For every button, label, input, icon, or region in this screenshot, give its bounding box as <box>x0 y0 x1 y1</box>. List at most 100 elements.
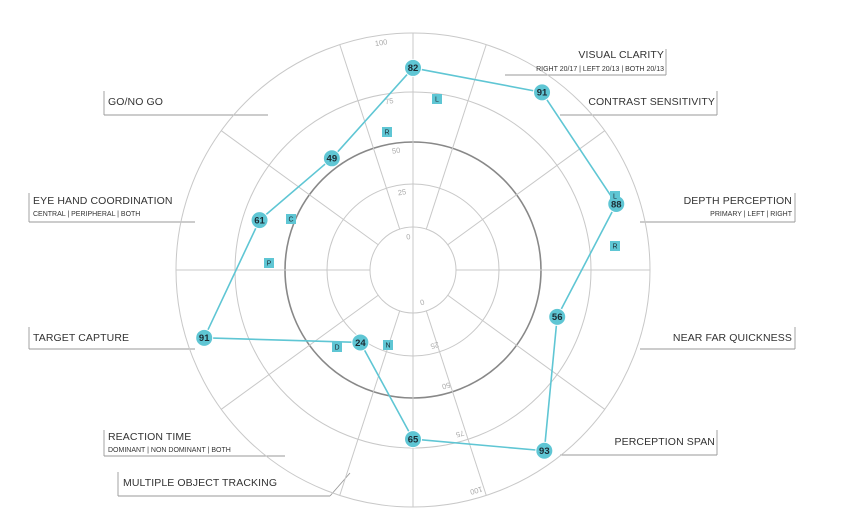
tag-c: C <box>286 214 296 224</box>
tag-n: N <box>383 340 393 350</box>
tag-l: L <box>610 191 620 201</box>
leader-line <box>329 472 351 497</box>
data-point-value: 91 <box>199 333 210 344</box>
label-leader-lines <box>28 49 796 497</box>
category-label: REACTION TIME <box>108 431 191 443</box>
tag-r: R <box>610 241 620 251</box>
category-reaction_time: REACTION TIME DOMINANT | NON DOMINANT | B… <box>108 431 231 454</box>
tag-box <box>382 127 392 137</box>
data-point-value: 93 <box>539 446 550 457</box>
category-near_far_quickness: NEAR FAR QUICKNESS <box>673 332 792 344</box>
category-target_capture: TARGET CAPTURE <box>33 332 129 344</box>
data-point-target_capture: 91 <box>195 328 214 347</box>
data-point-perception_span: 93 <box>535 441 554 460</box>
category-multiple_object_tracking: MULTIPLE OBJECT TRACKING <box>123 477 277 489</box>
category-go_no_go: GO/NO GO <box>108 96 163 108</box>
grid-spoke <box>220 294 379 410</box>
data-point-marker <box>404 430 422 449</box>
data-point-value: 24 <box>355 338 366 349</box>
data-point-contrast_sensitivity: 91 <box>533 83 552 102</box>
data-point-value: 61 <box>254 215 265 226</box>
data-point-marker <box>250 211 269 230</box>
data-point-marker <box>195 328 214 347</box>
grid-spoke <box>447 294 606 410</box>
lower-tick-25: 25 <box>429 340 440 351</box>
grid-spoke <box>339 310 401 496</box>
grid-spoke <box>339 44 401 230</box>
lower-tick-0: 0 <box>419 297 425 307</box>
lower-tick-50: 50 <box>441 380 452 391</box>
category-label: PERCEPTION SPAN <box>615 436 716 448</box>
category-depth_perception: DEPTH PERCEPTION PRIMARY | LEFT | RIGHT <box>684 195 793 218</box>
tag-letter: P <box>267 261 272 268</box>
category-sublabel: PRIMARY | LEFT | RIGHT <box>710 211 793 218</box>
data-point-marker <box>404 58 422 77</box>
tag-letter: R <box>384 130 389 137</box>
data-point-marker <box>322 149 341 168</box>
tag-box <box>383 340 393 350</box>
data-point-value: 56 <box>552 312 563 323</box>
tag-box <box>332 342 342 352</box>
lower-tick-75: 75 <box>455 428 466 439</box>
data-point-value: 49 <box>327 154 338 165</box>
category-labels: VISUAL CLARITY RIGHT 20/17 | LEFT 20/13 |… <box>33 49 793 489</box>
lower-tick-100: 100 <box>469 485 484 497</box>
upper-tick-50: 50 <box>391 146 401 156</box>
category-label: EYE HAND COORDINATION <box>33 195 173 207</box>
data-point-value: 82 <box>408 63 419 74</box>
grid-spoke <box>447 130 606 246</box>
tag-box <box>610 191 620 201</box>
category-sublabel: DOMINANT | NON DOMINANT | BOTH <box>108 447 231 454</box>
tag-letter: C <box>288 217 293 224</box>
tag-d: D <box>332 342 342 352</box>
tag-r: R <box>382 127 392 137</box>
radar-grid <box>175 32 651 508</box>
category-label: TARGET CAPTURE <box>33 332 129 344</box>
tag-letter: L <box>435 97 439 104</box>
grid-spoke <box>425 44 487 230</box>
category-contrast_sensitivity: CONTRAST SENSITIVITY <box>588 96 715 108</box>
upper-tick-75: 75 <box>385 96 395 106</box>
tag-letter: D <box>334 345 339 352</box>
tag-letter: R <box>612 244 617 251</box>
upper-tick-25: 25 <box>397 187 407 197</box>
category-sublabel: CENTRAL | PERIPHERAL | BOTH <box>33 211 140 218</box>
data-point-reaction_time: 24 <box>351 333 370 352</box>
data-point-value: 65 <box>408 434 419 445</box>
tag-box <box>432 94 442 104</box>
tag-letter: N <box>385 343 390 350</box>
category-eye_hand_coordination: EYE HAND COORDINATION CENTRAL | PERIPHERA… <box>33 195 173 218</box>
data-point-value: 91 <box>537 88 548 99</box>
data-point-visual_clarity: 82 <box>404 58 422 77</box>
category-visual_clarity: VISUAL CLARITY RIGHT 20/17 | LEFT 20/13 |… <box>536 49 664 73</box>
data-point-multiple_object_tracking: 65 <box>404 430 422 449</box>
data-point-marker <box>535 441 554 460</box>
data-point-marker <box>548 307 567 326</box>
tag-box <box>610 241 620 251</box>
upper-tick-0: 0 <box>406 232 411 241</box>
category-label: DEPTH PERCEPTION <box>684 195 792 207</box>
category-label: VISUAL CLARITY <box>578 49 664 61</box>
category-perception_span: PERCEPTION SPAN <box>615 436 716 448</box>
upper-tick-100: 100 <box>374 37 388 48</box>
category-label: GO/NO GO <box>108 96 163 108</box>
data-point-value: 88 <box>611 199 622 210</box>
ring-tick-labels: 0 25 50 75 100 0 25 50 75 100 <box>374 37 483 496</box>
tag-l: L <box>432 94 442 104</box>
category-label: NEAR FAR QUICKNESS <box>673 332 792 344</box>
tag-letter: L <box>613 194 617 201</box>
tag-box <box>264 258 274 268</box>
data-point-near_far_quickness: 56 <box>548 307 567 326</box>
data-point-marker <box>351 333 370 352</box>
grid-spoke <box>220 130 379 246</box>
grid-spoke <box>425 310 487 496</box>
category-sublabel: RIGHT 20/17 | LEFT 20/13 | BOTH 20/13 <box>536 66 664 73</box>
data-point-eye_hand_coordination: 61 <box>250 211 269 230</box>
category-label: CONTRAST SENSITIVITY <box>588 96 715 108</box>
data-point-go_no_go: 49 <box>322 149 341 168</box>
category-label: MULTIPLE OBJECT TRACKING <box>123 477 277 489</box>
tag-box <box>286 214 296 224</box>
data-point-marker <box>533 83 552 102</box>
